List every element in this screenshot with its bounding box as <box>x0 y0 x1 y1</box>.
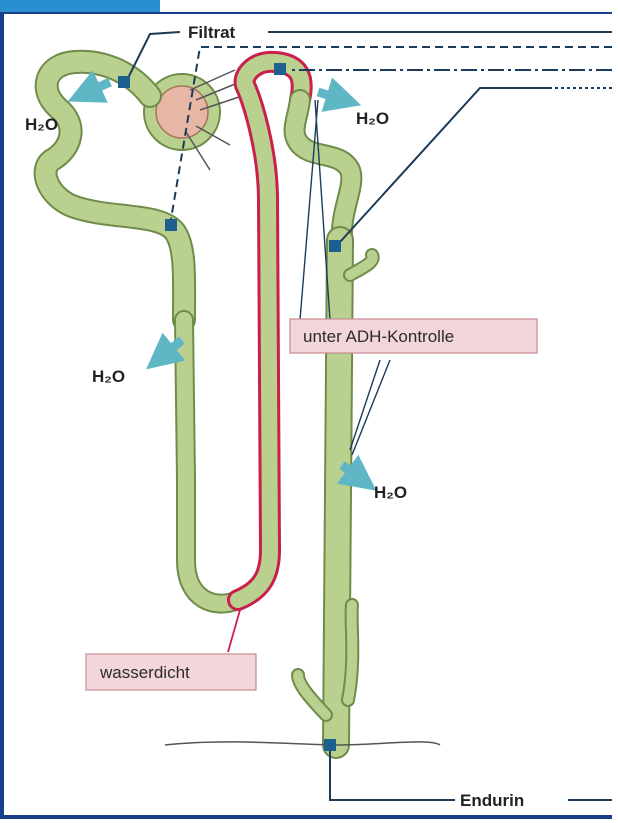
label-endurin: Endurin <box>460 791 524 810</box>
label-h2o-3: H₂O <box>92 367 125 386</box>
collecting-duct <box>298 240 373 745</box>
papilla-line <box>165 742 440 745</box>
glomerulus <box>144 70 245 170</box>
label-filtrat: Filtrat <box>188 23 236 42</box>
wasserdicht-box: wasserdicht <box>86 654 256 690</box>
label-adh: unter ADH-Kontrolle <box>303 327 454 346</box>
label-h2o-4: H₂O <box>374 483 407 502</box>
adh-box: unter ADH-Kontrolle <box>290 319 537 353</box>
label-wasserdicht: wasserdicht <box>99 663 190 682</box>
label-h2o-2: H₂O <box>356 109 389 128</box>
label-h2o-1: H₂O <box>25 115 58 134</box>
